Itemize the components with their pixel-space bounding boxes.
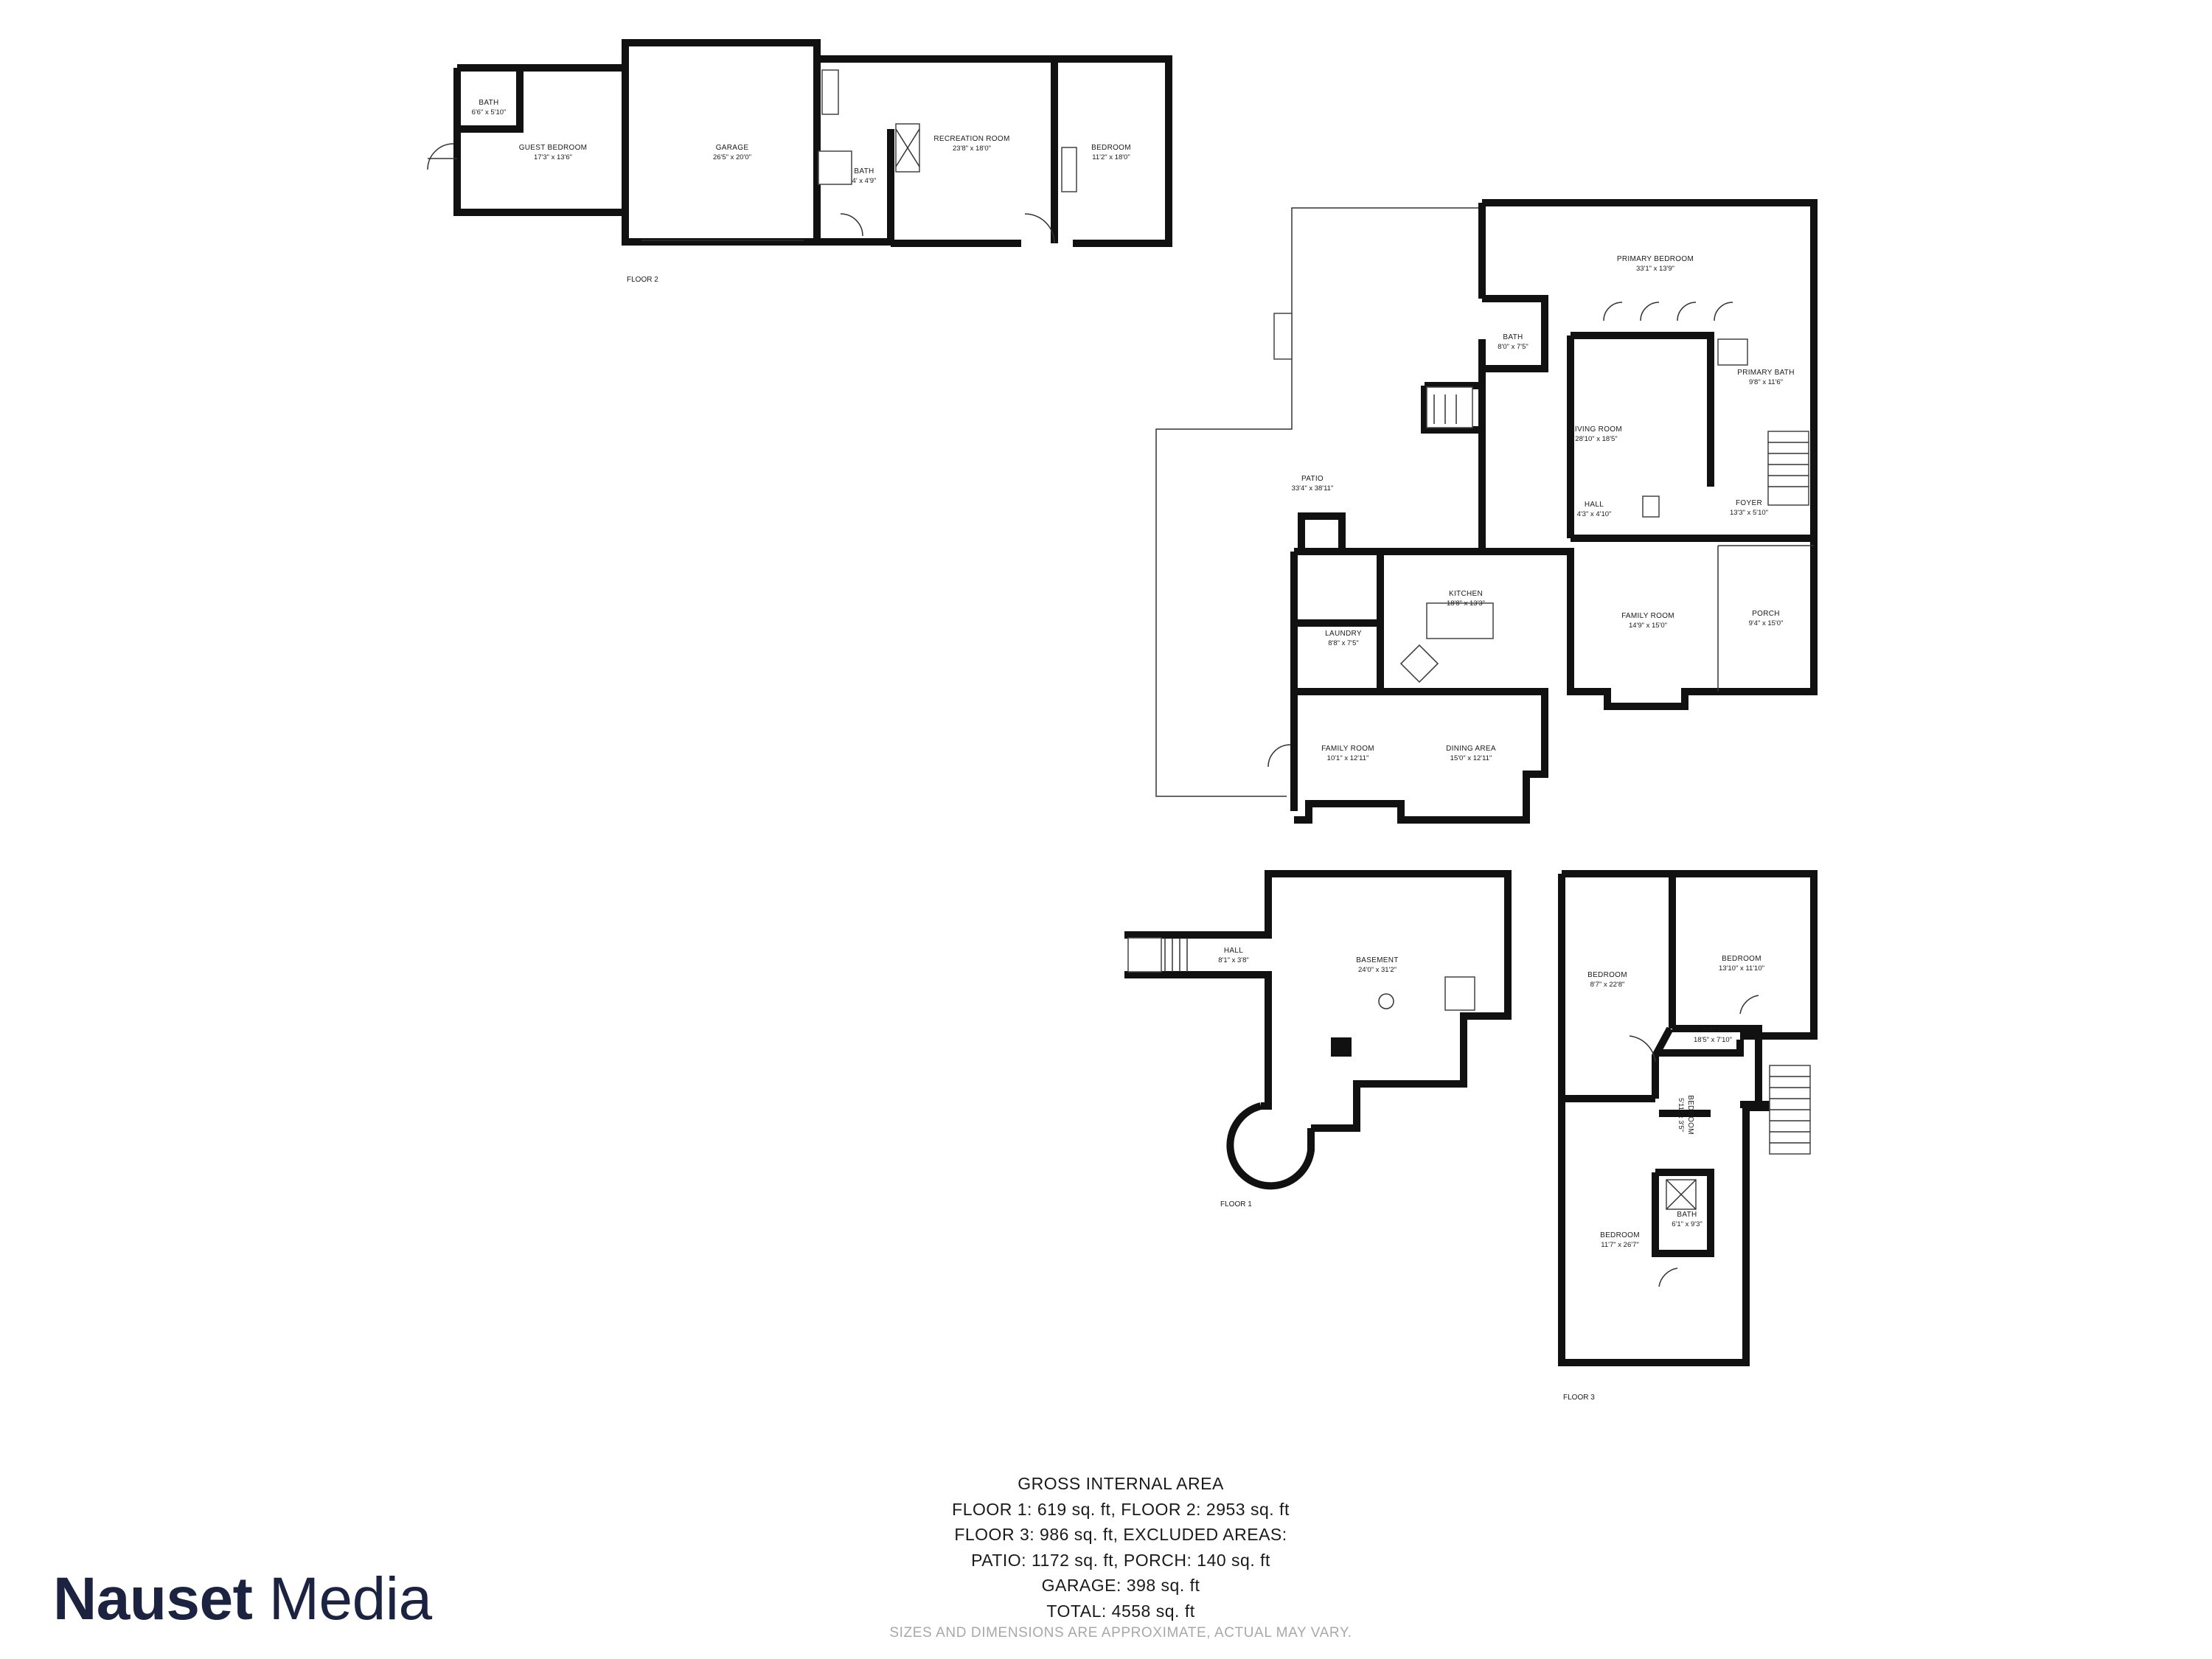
room-name: BEDROOM: [1587, 971, 1627, 979]
room-dims: 13'3" x 5'10": [1730, 509, 1768, 517]
area-line: PATIO: 1172 sq. ft, PORCH: 140 sq. ft: [971, 1550, 1270, 1570]
room-dims: 8'7" x 22'8": [1590, 981, 1625, 989]
room-dims: 11'2" x 18'0": [1092, 153, 1130, 161]
brand-part-1: Nauset: [53, 1565, 253, 1632]
area-line: FLOOR 3: 986 sq. ft, EXCLUDED AREAS:: [954, 1525, 1287, 1544]
floor-label: FLOOR 3: [1563, 1394, 1595, 1402]
room-name: HALL: [1703, 1026, 1722, 1034]
room-name: LAUNDRY: [1325, 630, 1362, 638]
floor-2-plan: BATH 6'6" x 5'10" GUEST BEDROOM 17'3" x …: [427, 39, 1172, 284]
room-name: KITCHEN: [1449, 590, 1483, 598]
room-name: BEDROOM: [1091, 144, 1131, 152]
brand-part-2: Media: [252, 1565, 432, 1632]
room-name: DINING AREA: [1446, 745, 1496, 753]
room-name: BEDROOM: [1600, 1231, 1640, 1239]
room-dims: 33'1" x 13'9": [1636, 265, 1674, 273]
room-name: PRIMARY BEDROOM: [1617, 255, 1694, 263]
area-total: TOTAL: 4558 sq. ft: [1046, 1601, 1195, 1621]
room-dims: 23'8" x 18'0": [953, 145, 991, 153]
room-name: BATH: [479, 99, 498, 107]
brand-logo: Nauset Media: [53, 1569, 432, 1630]
room-name: GUEST BEDROOM: [519, 144, 588, 152]
room-name: BATH: [854, 167, 874, 175]
gross-internal-area-summary: GROSS INTERNAL AREA FLOOR 1: 619 sq. ft,…: [870, 1471, 1371, 1641]
room-name: HALL: [1585, 501, 1604, 509]
floor-label: FLOOR 2: [627, 276, 658, 284]
room-dims: 28'10" x 18'5": [1575, 435, 1617, 443]
room-dims: 9'4" x 15'0": [1749, 619, 1784, 627]
room-name: GARAGE: [716, 144, 749, 152]
room-name: HALL: [1224, 947, 1243, 955]
room-name: PRIMARY BATH: [1737, 369, 1795, 377]
room-dims: 8'1" x 3'8": [1218, 956, 1249, 964]
room-name: BASEMENT: [1356, 956, 1398, 964]
room-dims: 18'8" x 13'3": [1447, 599, 1485, 608]
room-dims: 26'5" x 20'0": [713, 153, 751, 161]
room-name: PORCH: [1752, 610, 1780, 618]
room-name: BEDROOM: [1722, 955, 1761, 963]
room-dims: 8'0" x 7'5": [1498, 343, 1528, 351]
room-dims: 15'0" x 12'11": [1450, 754, 1492, 762]
room-dims: 6'1" x 9'3": [1672, 1220, 1703, 1228]
area-heading: GROSS INTERNAL AREA: [1018, 1474, 1224, 1493]
floor-label: FLOOR 1: [1220, 1200, 1252, 1208]
room-dims: 33'4" x 38'11": [1292, 484, 1334, 493]
disclaimer: SIZES AND DIMENSIONS ARE APPROXIMATE, AC…: [889, 1625, 1352, 1641]
area-line: GARAGE: 398 sq. ft: [1041, 1576, 1200, 1595]
room-name: FOYER: [1736, 499, 1762, 507]
room-name: FAMILY ROOM: [1621, 612, 1674, 620]
area-line: FLOOR 1: 619 sq. ft, FLOOR 2: 2953 sq. f…: [952, 1499, 1290, 1519]
room-dims: 5'11" x 3'5": [1677, 1098, 1685, 1132]
room-dims: 8'8" x 7'5": [1328, 639, 1359, 647]
room-name: BATH: [1677, 1211, 1697, 1219]
room-name: RECREATION ROOM: [933, 135, 1009, 143]
room-dims: 4' x 4'9": [852, 177, 877, 185]
room-name: LIVING ROOM: [1571, 425, 1622, 434]
room-dims: 11'7" x 26'7": [1601, 1241, 1638, 1249]
room-dims: 17'3" x 13'6": [534, 153, 572, 161]
room-name: BEDROOM: [1686, 1095, 1694, 1135]
floor-1-plan: HALL 8'1" x 3'8" BASEMENT 24'0" x 31'2" …: [1124, 870, 1512, 1208]
room-dims: 10'1" x 12'11": [1327, 754, 1369, 762]
room-dims: 14'9" x 15'0": [1629, 622, 1667, 630]
room-dims: 24'0" x 31'2": [1358, 966, 1397, 974]
room-dims: 18'5" x 7'10": [1694, 1036, 1732, 1044]
room-dims: 9'8" x 11'6": [1749, 378, 1783, 386]
room-dims: 4'3" x 4'10": [1577, 510, 1612, 518]
room-dims: 6'6" x 5'10": [472, 108, 507, 116]
room-name: BATH: [1503, 333, 1523, 341]
room-name: FAMILY ROOM: [1321, 745, 1374, 753]
room-name: PATIO: [1301, 475, 1324, 483]
room-dims: 13'10" x 11'10": [1719, 964, 1764, 973]
floor-3-plan: BEDROOM 8'7" x 22'8" BEDROOM 13'10" x 11…: [1558, 870, 1818, 1402]
main-floor-plan: PRIMARY BEDROOM 33'1" x 13'9" BATH 8'0" …: [1155, 199, 1818, 824]
